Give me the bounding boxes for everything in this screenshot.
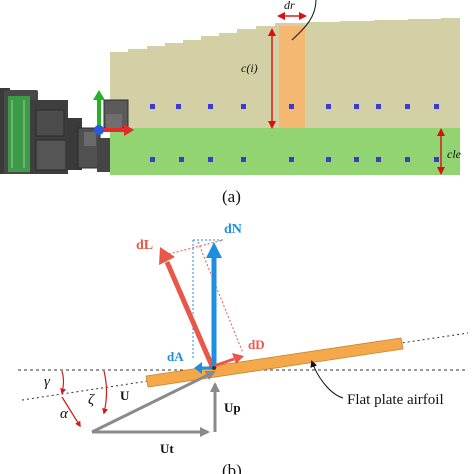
axis-z-blue: [94, 125, 104, 135]
label-dN: dN: [224, 222, 242, 237]
marker: [354, 104, 359, 109]
label-zeta: ζ: [88, 392, 95, 408]
marker: [241, 104, 246, 109]
marker: [179, 157, 184, 162]
marker: [176, 104, 181, 109]
flat-plate-airfoil: [145, 337, 404, 388]
marker: [354, 157, 359, 162]
marker-row-upper: [150, 104, 439, 109]
panel-b: dN dL dA dD U Ut Up γ ζ α Flat plate air…: [18, 222, 469, 474]
marker: [376, 157, 381, 162]
construction-lines: [164, 239, 244, 360]
angle-gamma-arc: [60, 370, 67, 395]
angle-zeta-arc: [102, 370, 108, 415]
label-airfoil: Flat plate airfoil: [347, 392, 444, 408]
label-alpha: α: [60, 406, 69, 422]
label-cle: cle: [447, 147, 462, 161]
marker: [405, 157, 410, 162]
aircraft-fuselage: [0, 88, 129, 174]
label-ci: c(i): [241, 61, 258, 75]
marker: [326, 104, 331, 109]
airfoil-leader-line: [310, 360, 344, 399]
angle-alpha-arc: [61, 396, 81, 428]
circuit-board: [8, 96, 30, 172]
marker-row-lower: [150, 157, 439, 162]
label-dL: dL: [136, 238, 153, 253]
label-dD: dD: [248, 337, 265, 352]
force-dL-arrow: [164, 261, 215, 367]
marker: [150, 104, 155, 109]
label-gamma: γ: [44, 374, 51, 390]
force-dN-arrowhead: [206, 242, 222, 258]
caption-b: (b): [222, 461, 242, 474]
label-Ut: Ut: [160, 441, 174, 456]
marker: [326, 157, 331, 162]
label-Up: Up: [224, 400, 241, 415]
marker: [289, 104, 294, 109]
velocity-U-arrow: [91, 370, 216, 434]
coordinate-axes: [93, 90, 134, 136]
velocity-triangle: [91, 370, 220, 437]
marker: [405, 104, 410, 109]
dr-leader-line: [291, 0, 317, 41]
label-U: U: [120, 388, 130, 403]
marker: [208, 104, 213, 109]
marker: [289, 157, 294, 162]
marker: [434, 104, 439, 109]
force-dD-arrow: [213, 357, 235, 368]
blade-strip-element: [279, 26, 305, 128]
blade-leading-edge-band: [110, 128, 460, 175]
marker: [241, 157, 246, 162]
marker: [150, 157, 155, 162]
label-dr: dr: [284, 0, 295, 12]
force-dD-arrowhead: [232, 353, 244, 364]
aerodynamic-center-point: [212, 366, 216, 370]
label-dA: dA: [167, 349, 184, 364]
force-dA-arrowhead: [194, 362, 202, 374]
marker: [376, 104, 381, 109]
marker: [434, 157, 439, 162]
caption-a: (a): [222, 187, 241, 206]
marker: [208, 157, 213, 162]
force-dL-arrowhead: [159, 247, 175, 265]
panel-a: dr c(i) cle (a): [0, 0, 462, 206]
